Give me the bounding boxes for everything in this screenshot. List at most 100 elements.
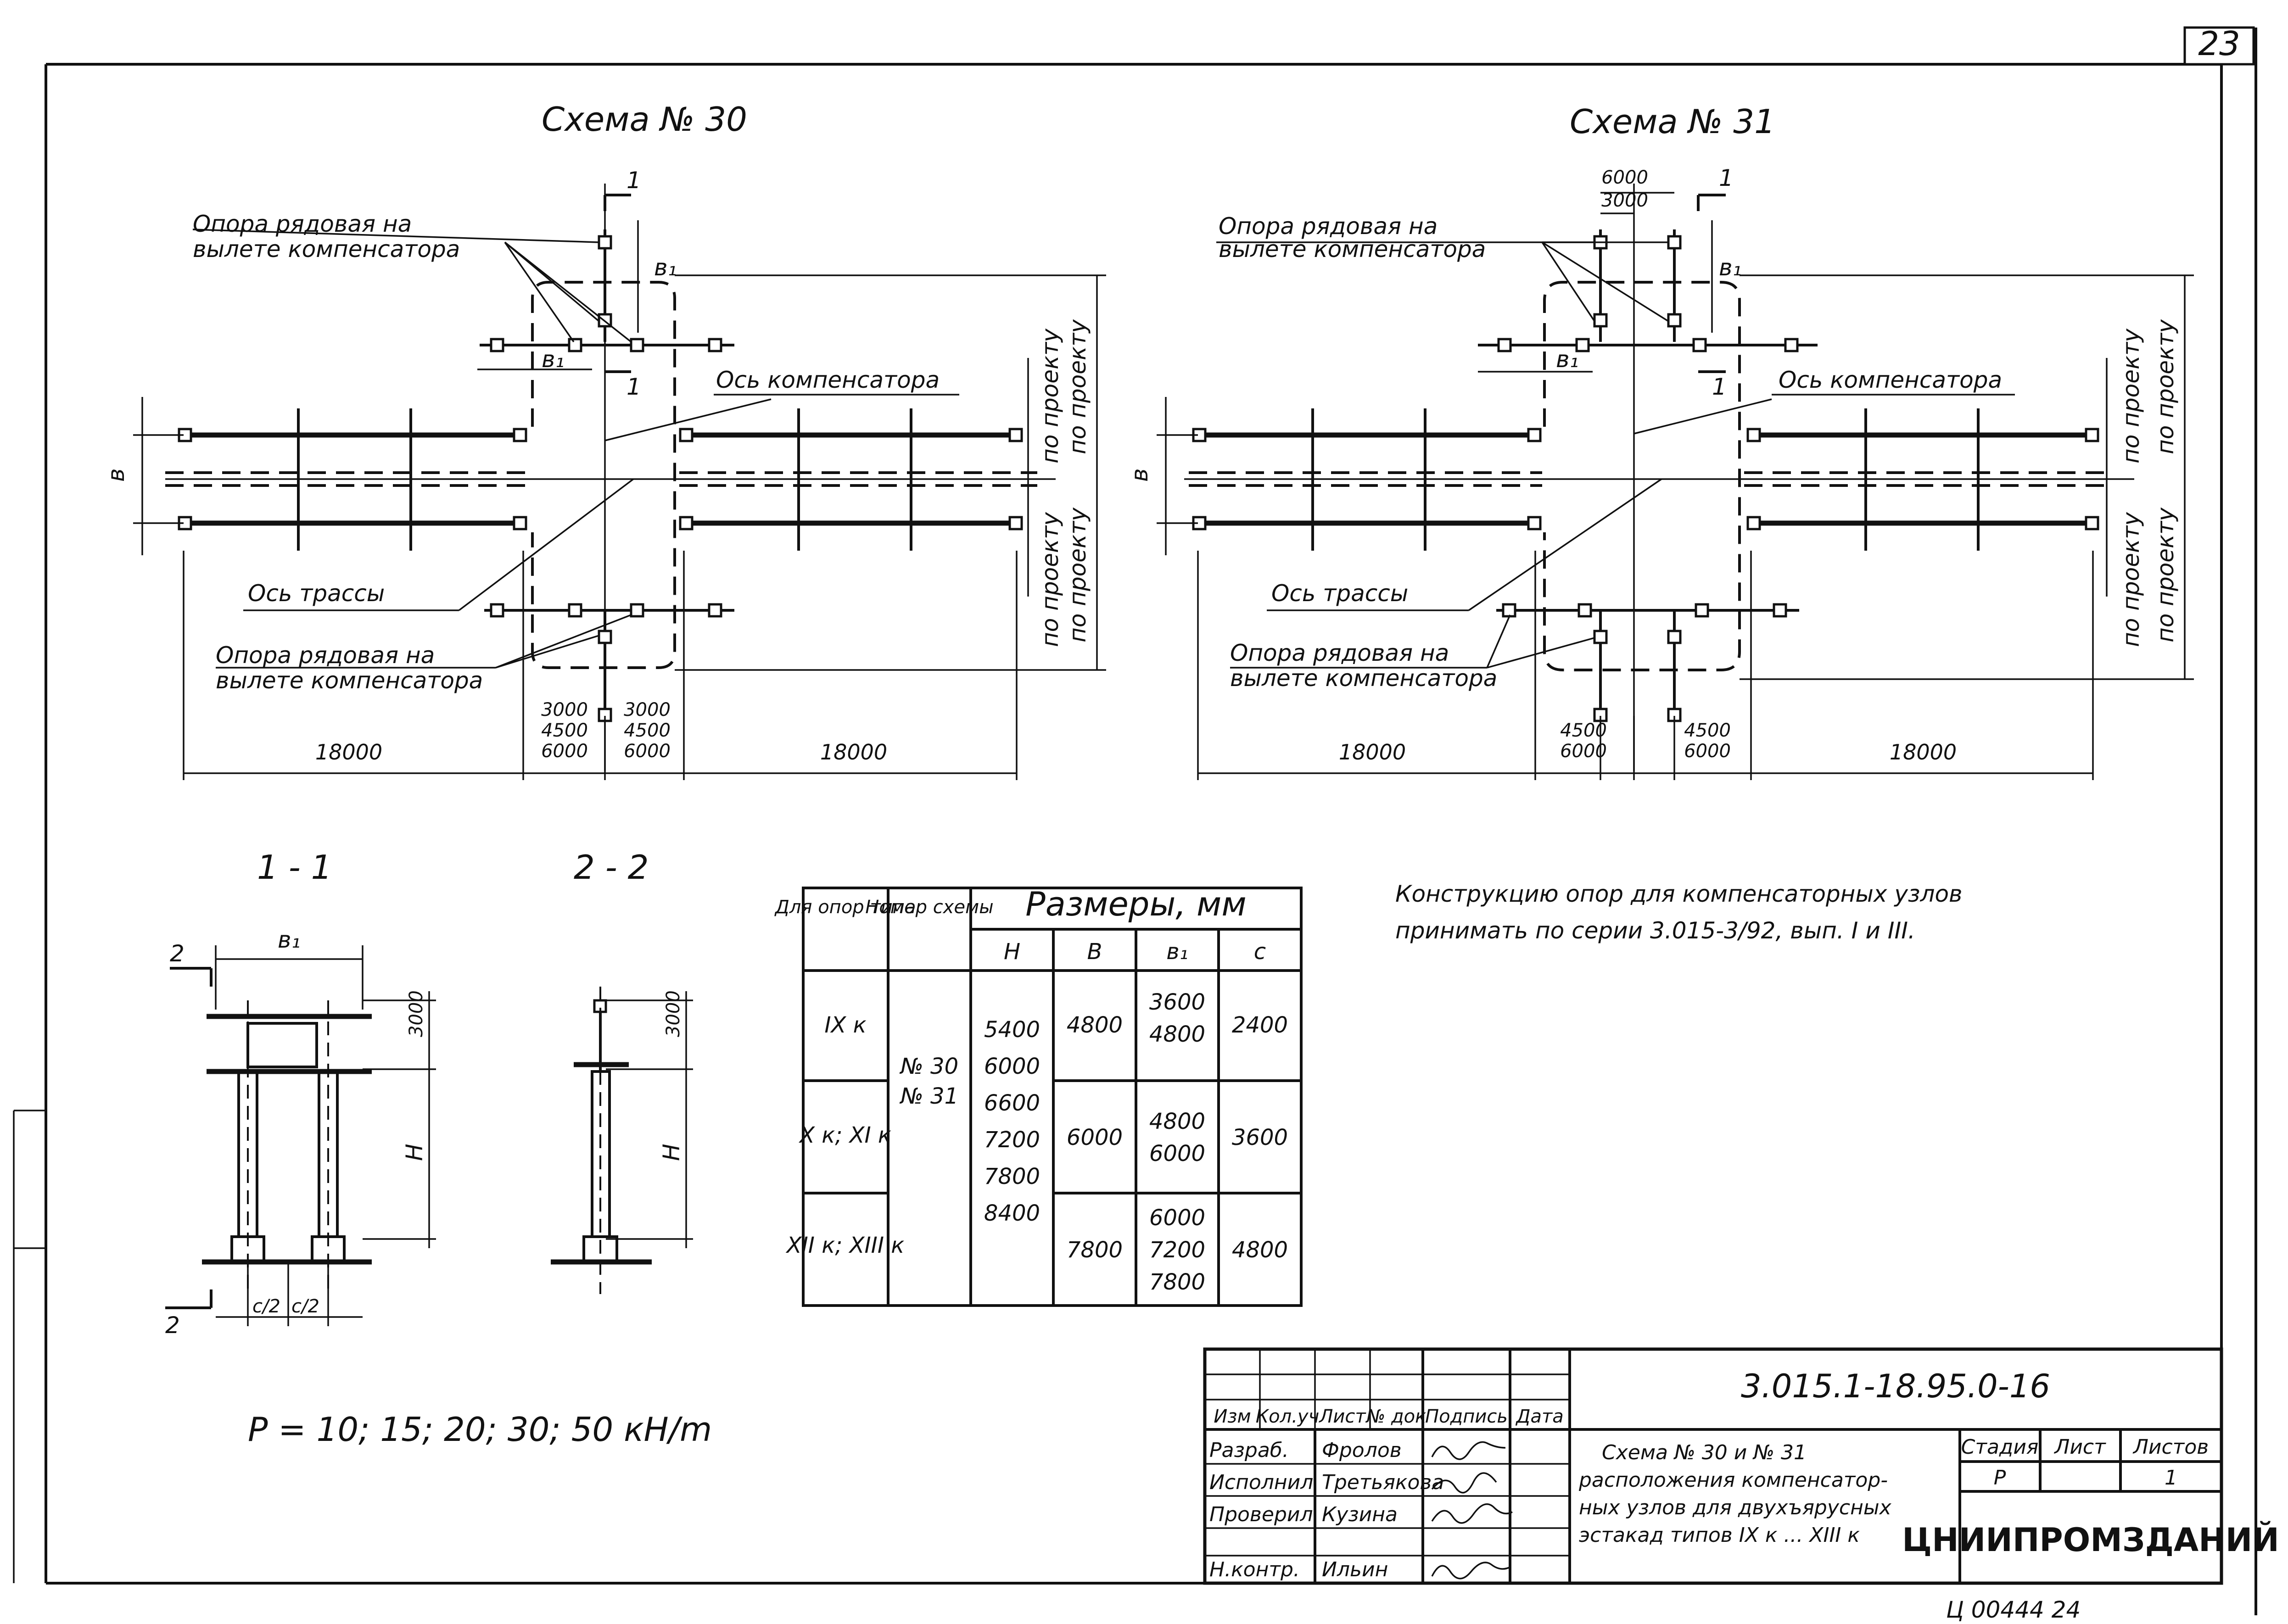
table-b1-2b: 6000: [1149, 1141, 1205, 1166]
table-scheme-30: № 30: [899, 1054, 958, 1079]
scheme-31-title: Схема № 31: [1570, 102, 1775, 141]
table-b1-2a: 4800: [1149, 1109, 1205, 1134]
scheme-31-dim-mr-2: 6000: [1684, 741, 1731, 762]
scheme-30-per-project-bot-b: по проекту: [1064, 507, 1091, 642]
scheme-31-per-project-bot-b: по проекту: [2152, 507, 2179, 642]
tb-col-koluch: Кол.уч: [1256, 1406, 1319, 1427]
section-1-1-h: H: [401, 1144, 428, 1161]
tb-sheet-label: Лист: [2053, 1435, 2106, 1459]
scheme-30-b: в: [103, 469, 129, 482]
tb-desc-4: эстакад типов IX к ... XIII к: [1579, 1524, 1860, 1547]
table-h-6: 8400: [984, 1200, 1040, 1226]
scheme-31-support-top-2: вылете компенсатора: [1219, 236, 1486, 262]
section-1-1-mark-top: 2: [170, 940, 185, 967]
table-header-scheme: Номер схемы: [865, 897, 993, 918]
page-number-box: [2183, 26, 2255, 66]
scheme-30-dim-left: 18000: [315, 740, 382, 765]
scheme-30-support-top-2: вылете компенсатора: [193, 236, 460, 262]
signature-1: [1431, 1441, 1506, 1460]
tb-desc-3: ных узлов для двухъярусных: [1579, 1496, 1892, 1519]
tb-col-date: Дата: [1515, 1406, 1564, 1427]
table-sub-c: c: [1254, 939, 1266, 965]
scheme-31: Схема № 31: [1126, 102, 2194, 780]
table-scheme-31: № 31: [899, 1083, 958, 1109]
section-2-2-h3000: 3000: [663, 990, 684, 1037]
scheme-31-per-project-top-a: по проекту: [2118, 328, 2144, 463]
tb-col-list: Лист: [1318, 1406, 1366, 1427]
scheme-31-comp-axis: Ось компенсатора: [1779, 367, 2002, 393]
scheme-30-section-top: 1: [627, 167, 641, 194]
table-type-3: XII к; XIII к: [785, 1233, 904, 1258]
table-b-1: 4800: [1067, 1012, 1123, 1038]
section-1-1: 1 - 1 в₁ 2 2 3000 H c/2 c/2: [165, 848, 436, 1339]
section-2-2: 2 - 2 3000 H: [551, 848, 693, 1294]
signature-3: [1431, 1503, 1513, 1524]
scheme-31-section-bot: 1: [1712, 374, 1727, 400]
scheme-30-comp-axis: Ось компенсатора: [716, 367, 940, 393]
table-sub-b1: в₁: [1166, 939, 1188, 965]
scheme-31-per-project-bot-a: по проекту: [2118, 512, 2144, 647]
scheme-30-dim-mr-2: 4500: [624, 720, 671, 741]
table-sub-b: B: [1087, 939, 1102, 965]
section-1-1-mark-bot: 2: [165, 1312, 180, 1339]
scheme-31-dim-left: 18000: [1339, 740, 1406, 765]
section-1-1-h3000: 3000: [406, 990, 427, 1037]
tb-col-signature: Подпись: [1425, 1406, 1508, 1427]
tb-name-3: Кузина: [1322, 1503, 1398, 1526]
tb-name-2: Третьякова: [1322, 1471, 1444, 1494]
scheme-31-dim-ml-1: 4500: [1560, 720, 1607, 741]
scheme-30-section-bot: 1: [627, 374, 641, 400]
section-1-1-b1: в₁: [278, 926, 301, 953]
tb-sheets: 1: [2165, 1466, 2177, 1490]
tb-org: ЦНИИПРОМЗДАНИЙ: [1902, 1521, 2279, 1559]
sizes-table: Для опор типа Номер схемы Размеры, мм H …: [774, 885, 1303, 1307]
table-b-3: 7800: [1067, 1237, 1123, 1263]
signature-2: [1431, 1472, 1497, 1494]
table-h-1: 5400: [984, 1017, 1040, 1043]
scheme-31-support-top-1: Опора рядовая на: [1219, 213, 1438, 240]
table-type-1: IX к: [824, 1012, 866, 1038]
tb-role-4: Н.контр.: [1209, 1558, 1300, 1581]
scheme-31-b: в: [1126, 469, 1153, 482]
title-block: Изм Кол.уч Лист № док Подпись Дата Разра…: [1203, 1347, 2279, 1585]
page-number: 23: [2198, 24, 2240, 63]
table-b1-3b: 7200: [1149, 1237, 1205, 1263]
tb-desc-2: расположения компенсатор-: [1578, 1468, 1888, 1492]
table-h-5: 7800: [984, 1164, 1040, 1189]
scheme-30-per-project-bot-a: по проекту: [1037, 512, 1063, 647]
table-c-1: 2400: [1232, 1012, 1288, 1038]
tb-role-1: Разраб.: [1209, 1439, 1289, 1462]
table-header-sizes: Размеры, мм: [1025, 885, 1246, 923]
scheme-31-dim-ml-2: 6000: [1560, 741, 1607, 762]
scheme-30-per-project-top-b: по проекту: [1064, 319, 1091, 454]
tb-col-izm: Изм: [1214, 1406, 1251, 1427]
table-b1-3a: 6000: [1149, 1205, 1205, 1231]
scheme-30: Схема № 30: [103, 100, 1106, 780]
tb-desc-1: Схема № 30 и № 31: [1602, 1441, 1807, 1464]
scheme-31-per-project-top-b: по проекту: [2152, 319, 2179, 454]
signature-4: [1431, 1562, 1510, 1579]
scheme-31-b1-v: в₁: [1719, 254, 1742, 281]
scheme-31-support-bot-1: Опора рядовая на: [1230, 640, 1449, 666]
table-header-type: Для опор типа: [774, 897, 916, 918]
table-h-2: 6000: [984, 1054, 1040, 1079]
scheme-31-support-bot-2: вылете компенсатора: [1230, 665, 1497, 692]
scheme-31-dim-right: 18000: [1890, 740, 1957, 765]
scheme-30-support-bot-2: вылете компенсатора: [216, 667, 483, 694]
scheme-30-dim-ml-2: 4500: [541, 720, 588, 741]
table-b1-1a: 3600: [1149, 989, 1205, 1015]
scheme-30-b1-h: в₁: [542, 346, 565, 373]
scheme-30-route-axis: Ось трассы: [248, 580, 385, 607]
tb-doc-code: 3.015.1-18.95.0-16: [1741, 1367, 2050, 1405]
tb-name-4: Ильин: [1322, 1558, 1388, 1581]
scheme-30-b1-v: в₁: [654, 254, 677, 281]
scheme-31-dim-mr-1: 4500: [1684, 720, 1731, 741]
tb-sheets-label: Листов: [2132, 1435, 2209, 1459]
scheme-30-support-top-1: Опора рядовая на: [193, 211, 412, 237]
scheme-30-dim-ml-3: 6000: [541, 741, 588, 762]
scheme-30-per-project-top-a: по проекту: [1037, 328, 1063, 463]
scheme-31-dim-top-2: 3000: [1601, 190, 1648, 211]
loads-note: P = 10; 15; 20; 30; 50 кН/m: [248, 1410, 712, 1449]
section-2-2-h: H: [658, 1144, 685, 1161]
